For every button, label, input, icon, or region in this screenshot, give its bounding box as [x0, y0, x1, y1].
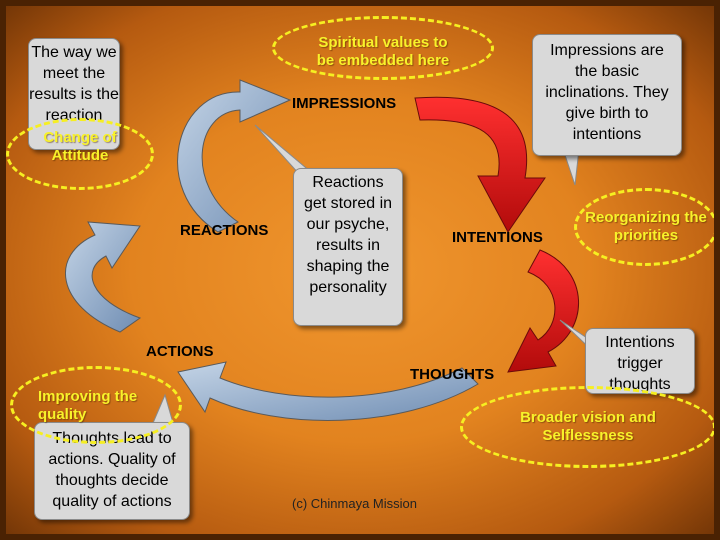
highlight-change-attitude: Change of Attitude	[6, 118, 154, 190]
label-reactions: REACTIONS	[180, 222, 269, 239]
arrow-intentions-to-thoughts	[507, 249, 580, 373]
highlight-improving-quality: Improving the quality	[10, 366, 182, 444]
arrow-actions-to-reactions	[64, 221, 142, 333]
copyright-text: (c) Chinmaya Mission	[292, 496, 417, 511]
callout-reactions-stored: Reactions get stored in our psyche, resu…	[293, 168, 403, 326]
label-thoughts: THOUGHTS	[410, 366, 495, 383]
highlight-broader-vision: Broader vision and Selflessness	[460, 386, 716, 468]
label-intentions: INTENTIONS	[452, 229, 543, 246]
arrow-reactions-to-impressions	[177, 79, 292, 233]
label-actions: ACTIONS	[146, 343, 214, 360]
arrow-thoughts-to-actions	[177, 361, 479, 421]
highlight-spiritual-values: Spiritual values to be embedded here	[272, 16, 494, 80]
highlight-reorganizing: Reorganizing the priorities	[574, 188, 718, 266]
label-impressions: IMPRESSIONS	[292, 95, 397, 112]
callout-impressions-inclinations: Impressions are the basic inclinations. …	[532, 34, 682, 156]
arrow-impressions-to-intentions	[414, 96, 546, 233]
callout-intentions-trigger: Intentions trigger thoughts	[585, 328, 695, 394]
